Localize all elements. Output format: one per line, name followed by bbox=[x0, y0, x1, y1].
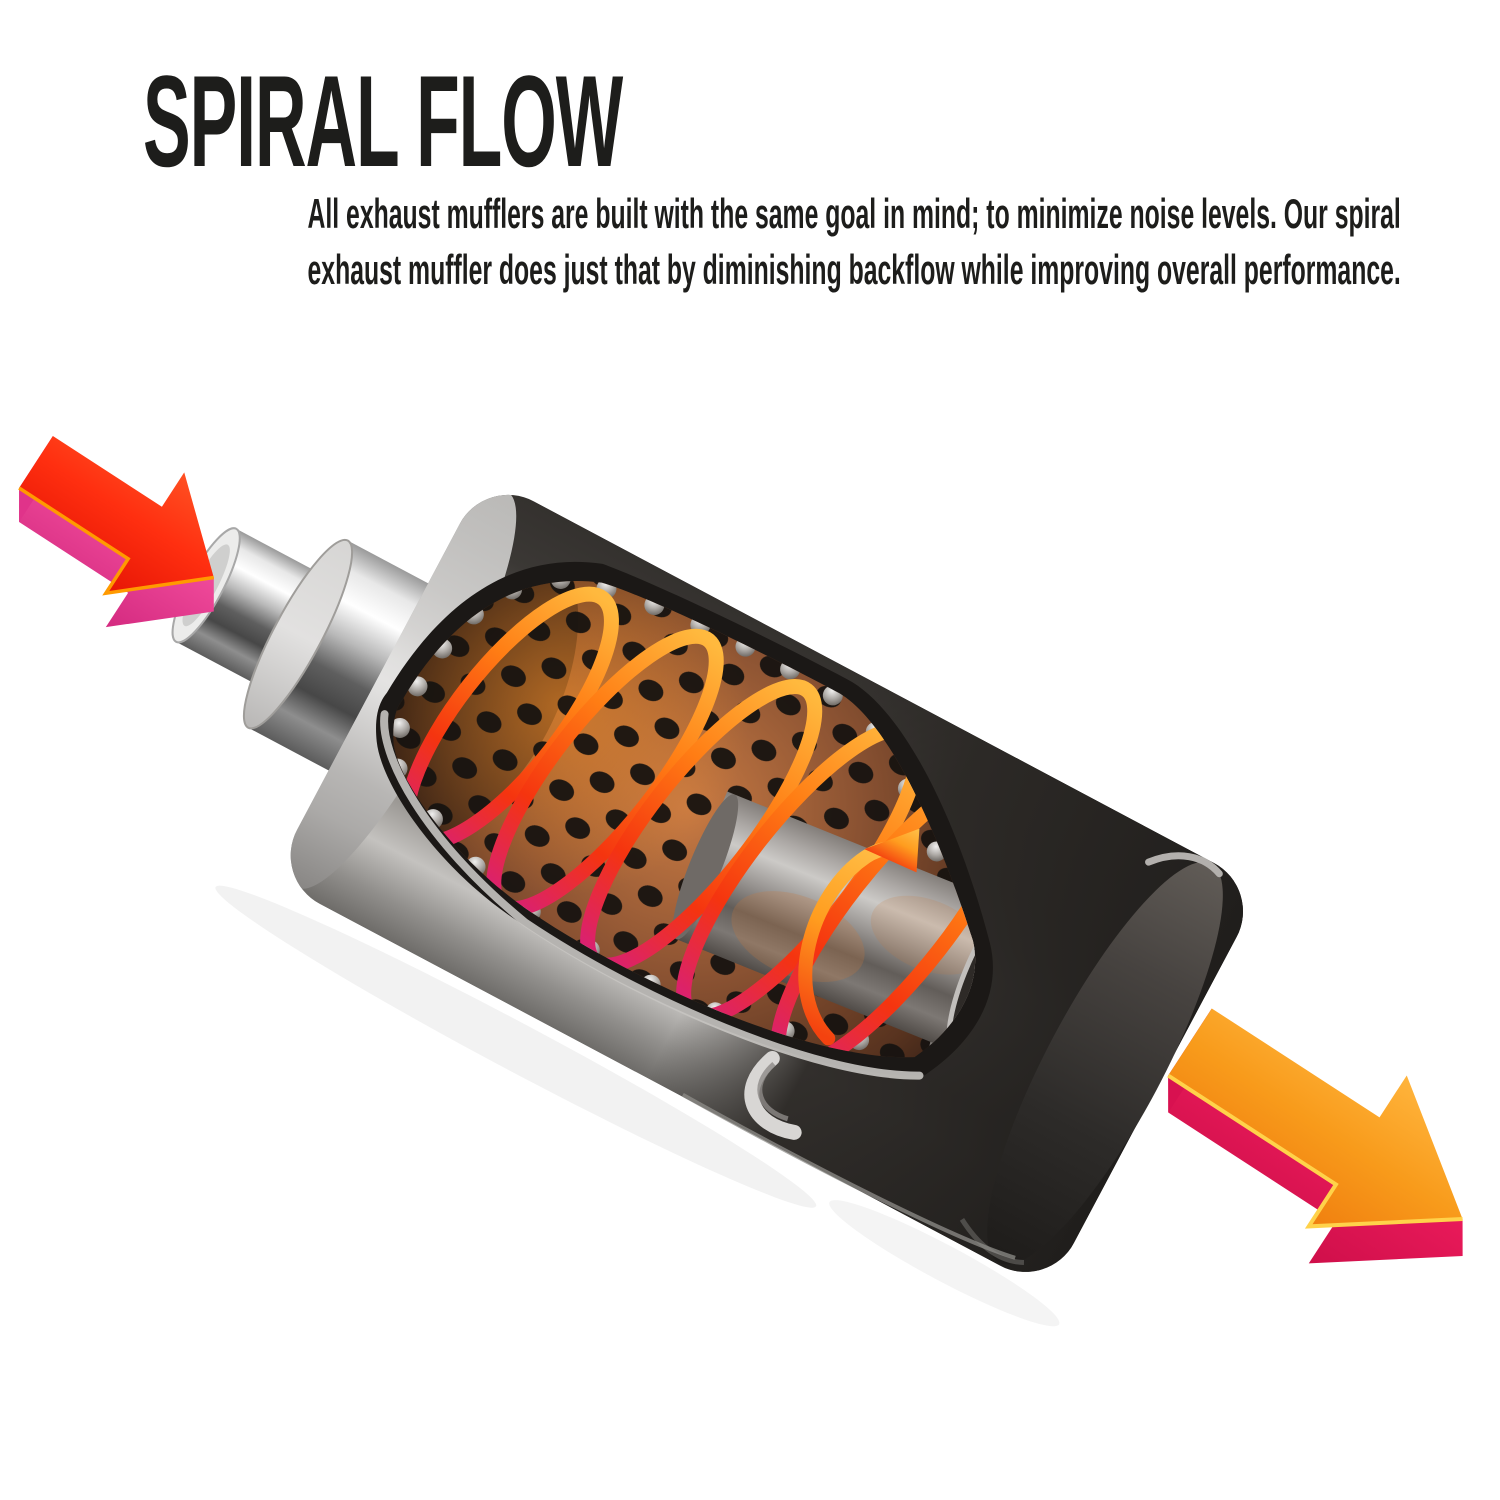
hanger-bracket bbox=[744, 1050, 802, 1140]
subtitle: All exhaust mufflers are built with the … bbox=[0, 186, 1500, 298]
rotation-arrow-icon bbox=[798, 828, 920, 1046]
ground-shadow-right bbox=[829, 1200, 1060, 1327]
muffler-assembly bbox=[171, 475, 1263, 1327]
inlet-flange bbox=[242, 538, 440, 777]
ground-shadow bbox=[215, 885, 817, 1208]
inlet-arrow-icon bbox=[18, 436, 215, 628]
outlet-arrow-icon bbox=[1167, 1008, 1463, 1264]
page-title: SPIRAL FLOW bbox=[143, 48, 623, 194]
interior-chamber bbox=[340, 513, 1066, 1117]
bottom-edge-highlight bbox=[681, 1092, 1016, 1260]
cut-edge-highlight bbox=[380, 710, 924, 1080]
